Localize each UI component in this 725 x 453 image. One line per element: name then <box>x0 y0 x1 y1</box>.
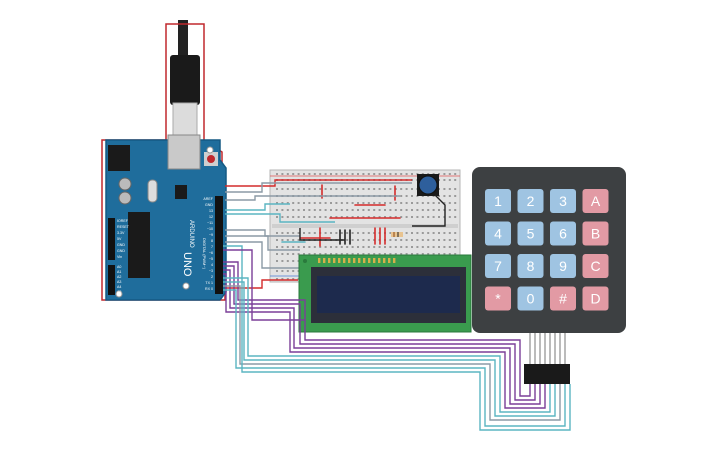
pin-label: A2 <box>117 275 121 279</box>
svg-text:D: D <box>590 291 600 307</box>
crystal <box>147 179 158 203</box>
pin-label: RESET <box>117 225 130 229</box>
pin-label: ~6 <box>209 251 213 255</box>
pin-label: RX 0 <box>205 287 213 291</box>
pin-label: ~10 <box>207 227 213 231</box>
wires-arduino-keypad <box>223 245 571 431</box>
keypad-key-D: D <box>582 286 609 311</box>
svg-text:5: 5 <box>527 226 535 242</box>
keypad-4x4: 1 2 3 A 4 5 6 B 7 8 9 C * 0 # D <box>472 167 626 384</box>
capacitor <box>118 177 132 191</box>
keypad-ribbon <box>529 333 566 366</box>
keypad-key-3: 3 <box>550 189 576 213</box>
svg-text:6: 6 <box>559 226 567 242</box>
pin-label: GND <box>205 203 213 207</box>
resistor <box>391 232 403 237</box>
regulator-chip <box>175 185 187 199</box>
usb-port <box>167 134 201 170</box>
pin-label: 12 <box>209 215 213 219</box>
keypad-key-A: A <box>582 189 609 213</box>
header-pin-labels: AREF GND 13 12 ~11 ~10 ~9 8 7 ~6 ~5 4 ~3 2 TX 1 RX 0 IOR… <box>117 197 214 294</box>
pin-label: 4 <box>211 263 213 267</box>
pin-label: ~9 <box>209 233 213 237</box>
power-jack <box>108 145 130 171</box>
svg-text:1: 1 <box>494 193 502 209</box>
lcd-screen <box>317 276 460 313</box>
svg-text:2: 2 <box>527 193 535 209</box>
keypad-key-9: 9 <box>550 254 576 278</box>
svg-text:3: 3 <box>559 193 567 209</box>
svg-text:B: B <box>591 226 600 242</box>
pin-label: AREF <box>203 197 213 201</box>
analog-header <box>108 265 115 295</box>
pin-label: GND <box>117 249 125 253</box>
svg-text:7: 7 <box>494 258 502 274</box>
keypad-key-0: 0 <box>517 286 544 311</box>
pin-label: 5V <box>117 237 122 241</box>
keypad-key-C: C <box>582 254 609 278</box>
pin-label: 7 <box>211 245 213 249</box>
microcontroller-chip <box>128 212 150 278</box>
keypad-key-*: * <box>485 286 511 311</box>
capacitor <box>118 191 132 205</box>
pin-label: IOREF <box>117 219 129 223</box>
svg-text:#: # <box>559 291 567 307</box>
lcd-header-pins <box>318 258 396 263</box>
arduino-logo: ARDUINO <box>188 220 194 248</box>
pin-label: A1 <box>117 270 121 274</box>
keypad-key-6: 6 <box>550 221 576 246</box>
digital-label: DIGITAL (PWM~) <box>202 238 207 270</box>
pin-label: GND <box>117 243 125 247</box>
keypad-key-B: B <box>582 221 609 246</box>
keypad-key-#: # <box>550 286 576 311</box>
digital-header <box>215 196 223 294</box>
pin-label: A4 <box>117 285 121 289</box>
pin-label: A5 <box>117 290 121 294</box>
keypad-keys: 1 2 3 A 4 5 6 B 7 8 9 C * 0 # D <box>485 189 609 311</box>
pin-label: 2 <box>211 275 213 279</box>
pin-label: 13 <box>209 209 213 213</box>
arduino-uno-board: ARDUINO UNO DIGITAL (PWM~) AREF GND 13 12 ~1… <box>105 134 227 301</box>
pin-label: A3 <box>117 280 121 284</box>
usb-cable <box>170 20 200 139</box>
keypad-key-8: 8 <box>517 254 544 278</box>
svg-text:0: 0 <box>527 291 535 307</box>
breadboard-jumpers <box>281 184 401 247</box>
svg-text:4: 4 <box>494 226 502 242</box>
keypad-key-2: 2 <box>517 189 544 213</box>
keypad-key-5: 5 <box>517 221 544 246</box>
pin-label: 8 <box>211 239 213 243</box>
keypad-key-4: 4 <box>485 221 511 246</box>
keypad-key-7: 7 <box>485 254 511 278</box>
svg-text:9: 9 <box>559 258 567 274</box>
svg-text:A: A <box>591 193 601 209</box>
keypad-connector <box>524 364 570 384</box>
pin-label: 3.3V <box>117 231 125 235</box>
lcd-module <box>298 254 472 333</box>
svg-text:*: * <box>495 291 501 307</box>
svg-text:8: 8 <box>527 258 535 274</box>
pin-label: ~5 <box>209 257 213 261</box>
svg-text:C: C <box>590 258 600 274</box>
pin-label: TX 1 <box>205 281 213 285</box>
pin-label: ~3 <box>209 269 213 273</box>
model-label: UNO <box>181 252 193 277</box>
keypad-key-1: 1 <box>485 189 511 213</box>
power-header <box>108 218 115 260</box>
wires-arduino-breadboard <box>225 179 446 289</box>
pin-label: Vin <box>117 255 122 259</box>
pin-label: A0 <box>117 265 121 269</box>
pin-label: ~11 <box>207 221 213 225</box>
